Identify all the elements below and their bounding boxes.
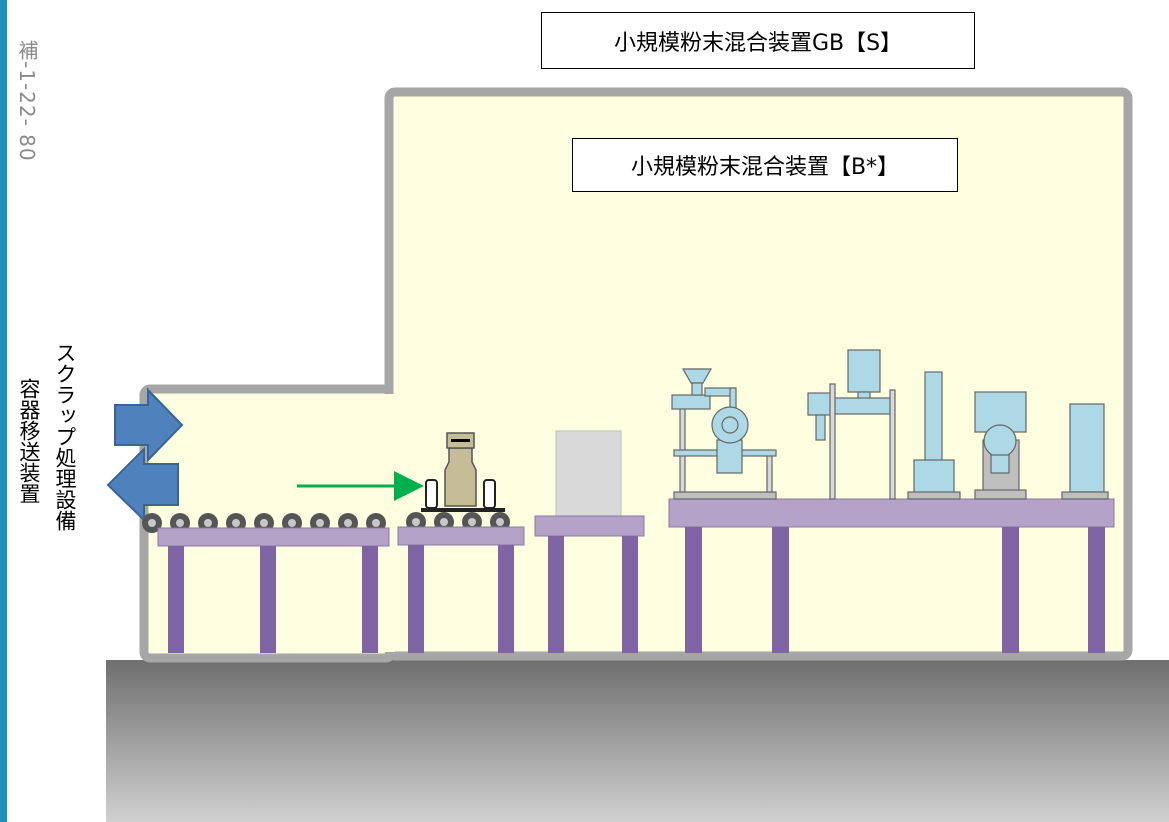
blue-arrow-in (114, 387, 184, 463)
scrap-facility-label: スクラップ処理設備 (53, 342, 77, 531)
outer-enclosure-label: 小規模粉末混合装置GB【S】 (541, 12, 975, 69)
drum-unit (974, 391, 1027, 500)
mixer-unit-2 (807, 349, 896, 500)
table-left (157, 527, 390, 653)
column-unit (907, 371, 961, 500)
table-large (668, 498, 1115, 653)
page-number: 補-1-22- 80 (15, 40, 39, 162)
cabinet-unit (1061, 403, 1109, 500)
mixer-unit-1 (671, 368, 777, 500)
inner-device-label: 小規模粉末混合装置【B*】 (572, 138, 958, 192)
page-accent-bar (0, 0, 7, 822)
table-small (534, 430, 645, 653)
blue-arrow-out (106, 446, 179, 523)
enclosure-junction (383, 394, 395, 652)
powder-container (421, 432, 505, 512)
container-transfer-label: 容器移送装置 (17, 378, 41, 504)
table-conveyor (397, 526, 525, 653)
floor (106, 660, 1169, 822)
